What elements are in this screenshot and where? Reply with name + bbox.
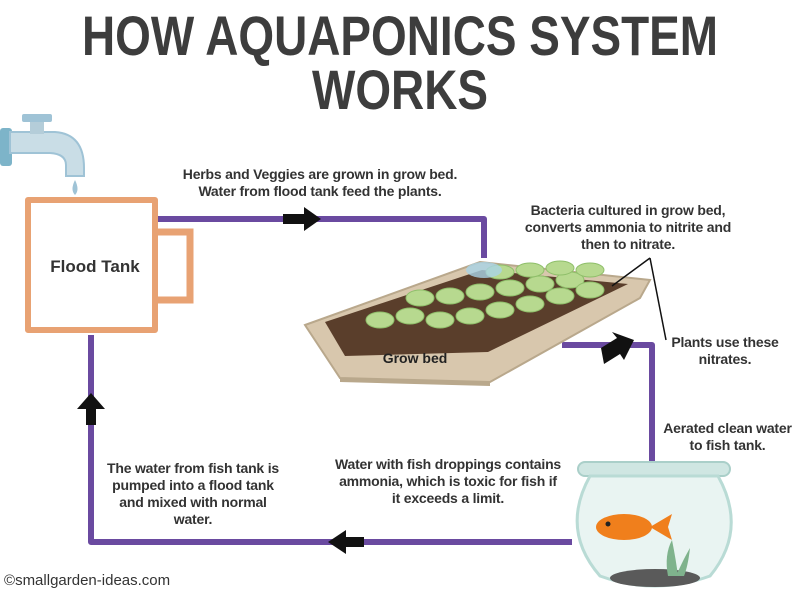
plants-icon (365, 260, 605, 329)
faucet-icon (0, 114, 85, 195)
grow-bed-label: Grow bed (382, 350, 448, 366)
caption-aerated-water: Aerated clean water to fish tank. (663, 420, 792, 453)
caption-pumped-flood: The water from fish tank is pumped into … (107, 460, 279, 527)
copyright-footer: ©smallgarden-ideas.com (4, 572, 170, 589)
fish-icon (596, 514, 672, 540)
flood-tank-label: Flood Tank (50, 257, 140, 276)
grow-bed-icon (303, 260, 652, 386)
copyright-symbol: © (4, 572, 16, 589)
arrow-left-icon (328, 530, 364, 554)
page-title: HOW AQUAPONICS SYSTEM (81, 4, 719, 67)
caption-bacteria: Bacteria cultured in grow bed, converts … (524, 202, 732, 252)
site-name: smallgarden-ideas.com (15, 572, 171, 589)
flood-tank-icon (25, 197, 194, 333)
caption-grow-bed-feed: Herbs and Veggies are grown in grow bed.… (182, 166, 458, 199)
arrow-down-right-icon (601, 332, 634, 364)
water-spray-icon (466, 262, 502, 278)
arrow-up-icon (77, 393, 105, 425)
page-title-line2: WORKS (311, 58, 489, 121)
fish-bowl-icon (575, 461, 733, 588)
caption-fish-droppings: Water with fish droppings contains ammon… (334, 456, 562, 506)
caption-pointer-lines (611, 257, 667, 341)
caption-plants-nitrates: Plants use these nitrates. (671, 334, 779, 367)
arrow-right-icon (283, 207, 321, 231)
